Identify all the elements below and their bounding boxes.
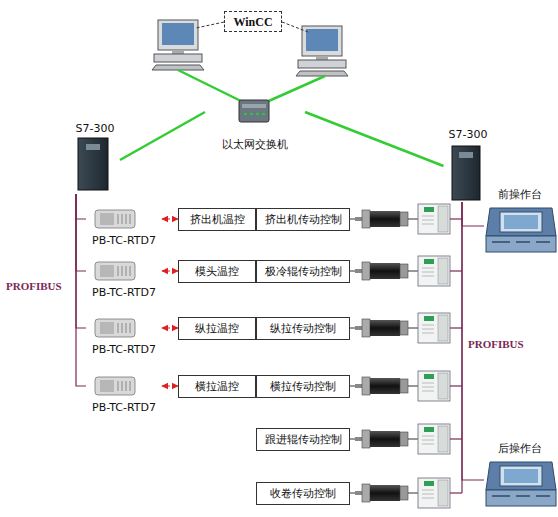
operator-console: 前操作台 — [484, 188, 556, 254]
drive-control-box: 跟进辊传动控制 — [256, 428, 350, 451]
node-text: WinCC — [233, 15, 272, 29]
temp-control-box: 模头温控 — [178, 260, 256, 283]
node-text: S7-300 — [449, 128, 488, 142]
node-text: 模头温控 — [195, 265, 239, 279]
node-text: 以太网交换机 — [222, 138, 288, 152]
temp-control-box: 横拉温控 — [178, 375, 256, 398]
node-text: 前操作台 — [498, 188, 542, 202]
node-text: 后操作台 — [498, 442, 542, 456]
node-text: PB-TC-RTD7 — [92, 234, 156, 248]
connector — [76, 194, 86, 386]
node-text: 挤出机传动控制 — [265, 213, 342, 227]
node-text: 极冷辊传动控制 — [265, 265, 342, 279]
connector — [162, 385, 178, 386]
io-module: PB-TC-RTD7 — [86, 260, 162, 300]
connector — [162, 218, 178, 219]
drive-control-box: 收卷传动控制 — [256, 482, 350, 505]
node-text: 横拉温控 — [195, 380, 239, 394]
io-module: PB-TC-RTD7 — [86, 317, 162, 357]
node-text: 挤出机温控 — [190, 213, 245, 227]
software-label: WinCC — [224, 11, 282, 32]
plc: S7-300 — [70, 122, 120, 194]
node-text: PB-TC-RTD7 — [92, 343, 156, 357]
node-text: PB-TC-RTD7 — [92, 286, 156, 300]
connector — [162, 270, 178, 271]
node-text: 纵拉传动控制 — [270, 322, 336, 336]
operator-console: 后操作台 — [484, 442, 556, 508]
io-module: PB-TC-RTD7 — [86, 208, 162, 248]
node-text: S7-300 — [76, 122, 115, 136]
node-text: 收卷传动控制 — [270, 487, 336, 501]
io-module: PB-TC-RTD7 — [86, 375, 162, 415]
bus-label: PROFIBUS — [468, 338, 524, 351]
node-text: 跟进辊传动控制 — [265, 433, 342, 447]
temp-control-box: 纵拉温控 — [178, 317, 256, 340]
node-text: 纵拉温控 — [195, 322, 239, 336]
temp-control-box: 挤出机温控 — [178, 208, 256, 231]
connector — [76, 194, 86, 219]
ethernet-switch: 以太网交换机 — [205, 96, 305, 152]
connector — [305, 112, 444, 166]
connector — [120, 112, 205, 160]
connector — [76, 194, 86, 328]
node-text: PB-TC-RTD7 — [92, 401, 156, 415]
connector — [162, 327, 178, 328]
drive-control-box: 横拉传动控制 — [256, 375, 350, 398]
connector — [462, 202, 484, 226]
drive-control-box: 挤出机传动控制 — [256, 208, 350, 231]
connector — [76, 194, 86, 271]
bus-label: PROFIBUS — [6, 280, 62, 293]
node-text: 横拉传动控制 — [270, 380, 336, 394]
drive-control-box: 纵拉传动控制 — [256, 317, 350, 340]
drive-control-box: 极冷辊传动控制 — [256, 260, 350, 283]
plc: S7-300 — [444, 128, 493, 202]
